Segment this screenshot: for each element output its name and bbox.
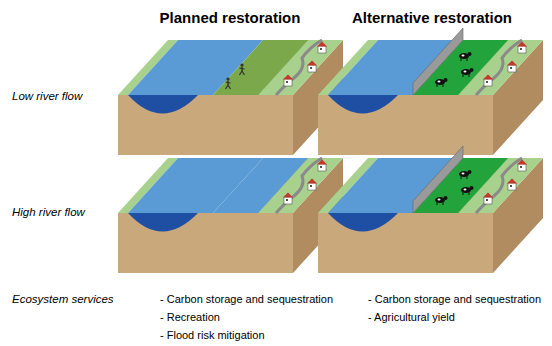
service-item: - Recreation (160, 311, 220, 323)
row-label: Low river flow (12, 90, 82, 102)
row-label: High river flow (12, 206, 85, 218)
service-item: - Carbon storage and sequestration (368, 293, 541, 305)
column-heading: Planned restoration (160, 9, 301, 26)
service-item: - Flood risk mitigation (160, 329, 265, 341)
row-label: Ecosystem services (12, 293, 114, 305)
service-item: - Agricultural yield (368, 311, 455, 323)
service-item: - Carbon storage and sequestration (160, 293, 333, 305)
column-heading: Alternative restoration (352, 9, 512, 26)
